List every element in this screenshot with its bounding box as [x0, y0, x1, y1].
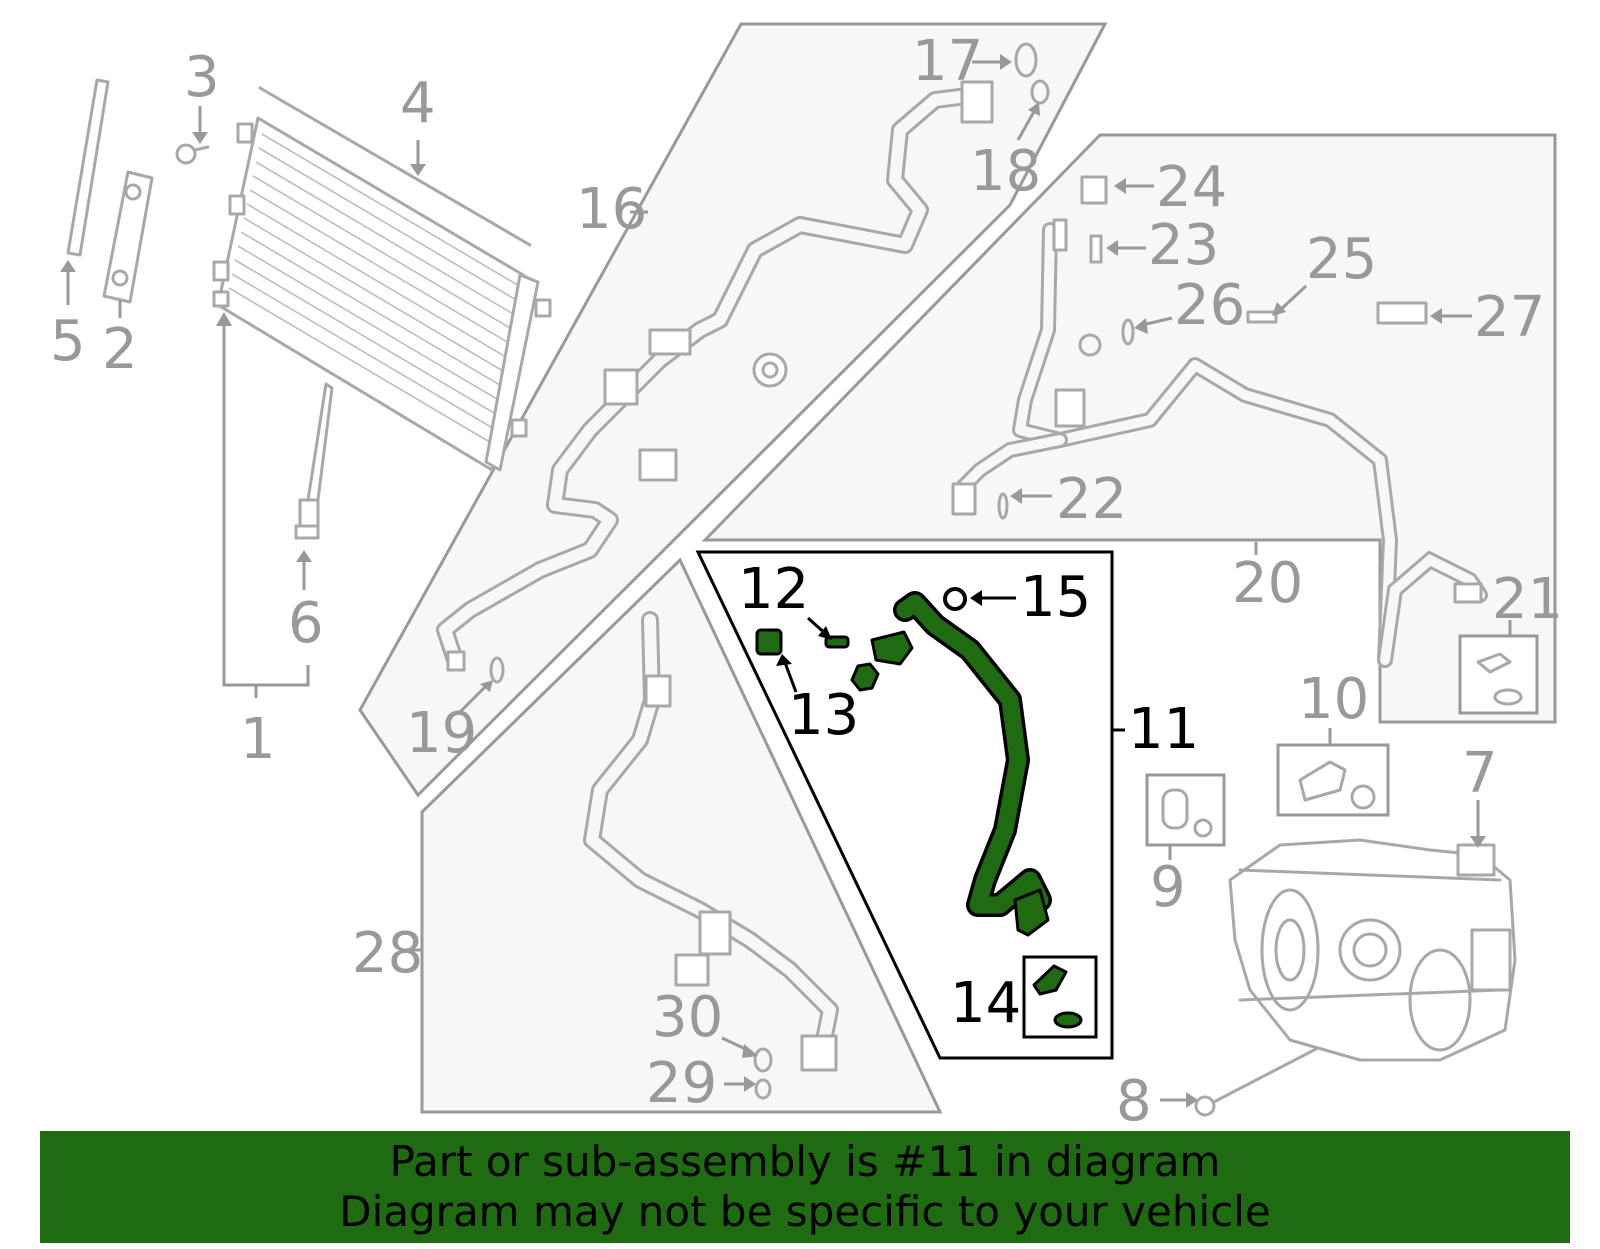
oring-19	[489, 656, 505, 684]
drier-6	[294, 382, 334, 540]
highlighted-line-11	[870, 591, 1052, 937]
callout-26: 26	[1174, 273, 1245, 338]
valve-23	[1089, 234, 1103, 264]
line-16	[436, 80, 994, 672]
panel-28	[420, 557, 943, 1114]
oring-15	[943, 587, 967, 611]
callout-30: 30	[652, 985, 723, 1050]
footer-line-1: Part or sub-assembly is #11 in diagram	[389, 1137, 1221, 1186]
callout-28: 28	[352, 921, 423, 986]
callout-17: 17	[912, 29, 983, 94]
valve-25	[1246, 310, 1278, 324]
leader-lines-highlight	[776, 590, 1125, 732]
seal-strip	[258, 86, 532, 247]
callout-11: 11	[1128, 697, 1199, 762]
callout-13: 13	[788, 683, 859, 748]
callout-9: 9	[1150, 855, 1186, 920]
nut-hl	[850, 662, 880, 692]
bracket-2	[102, 170, 154, 304]
oring-17	[1014, 42, 1038, 78]
seal-kit-10	[1276, 743, 1390, 817]
callout-5: 5	[50, 309, 86, 374]
callout-4: 4	[400, 71, 436, 136]
condenser	[212, 116, 552, 472]
footer-banner: Part or sub-assembly is #11 in diagram D…	[40, 1131, 1570, 1243]
oring-26	[1121, 318, 1135, 346]
footer-line-2: Diagram may not be specific to your vehi…	[339, 1187, 1271, 1236]
cap-24	[1080, 175, 1108, 205]
callout-3: 3	[184, 45, 220, 110]
callout-6: 6	[288, 591, 324, 656]
sensor-27	[1376, 301, 1428, 325]
callout-10: 10	[1298, 667, 1369, 732]
callout-21: 21	[1492, 567, 1563, 632]
cap-13	[755, 628, 783, 656]
callout-labels: 1 2 3 4 5 6 7 8 9 10 11 12 13 14 15 16 1…	[50, 29, 1563, 1130]
oring-18	[1030, 79, 1050, 105]
seal-kit-9	[1145, 773, 1226, 847]
callout-27: 27	[1474, 285, 1545, 350]
callout-8: 8	[1116, 1069, 1152, 1130]
callout-12: 12	[738, 557, 809, 622]
callout-7: 7	[1462, 741, 1498, 806]
leader-lines	[60, 54, 1512, 1108]
bracket-5	[66, 78, 110, 257]
oring-30	[753, 1047, 773, 1073]
oring-29	[754, 1078, 772, 1100]
callout-16: 16	[576, 177, 647, 242]
callout-24: 24	[1156, 155, 1227, 220]
callout-25: 25	[1306, 227, 1377, 292]
compressor	[1228, 838, 1517, 1062]
callout-22: 22	[1056, 467, 1127, 532]
callout-1: 1	[240, 707, 276, 772]
line-28	[583, 611, 839, 1072]
callout-19: 19	[406, 701, 477, 766]
callout-2: 2	[102, 317, 138, 382]
line-20	[951, 218, 1488, 668]
callout-29: 29	[646, 1051, 717, 1116]
parts-diagram: 1 2 3 4 5 6 7 8 9 10 11 12 13 14 15 16 1…	[50, 22, 1563, 1130]
callout-18: 18	[970, 139, 1041, 204]
callout-15: 15	[1020, 565, 1091, 630]
callout-14: 14	[950, 971, 1021, 1036]
panel-11	[695, 550, 1114, 1060]
callout-20: 20	[1232, 551, 1303, 616]
callout-23: 23	[1148, 213, 1219, 278]
bolt-8	[1194, 1046, 1320, 1117]
bolt-3	[175, 143, 210, 165]
oring-22	[997, 492, 1009, 520]
